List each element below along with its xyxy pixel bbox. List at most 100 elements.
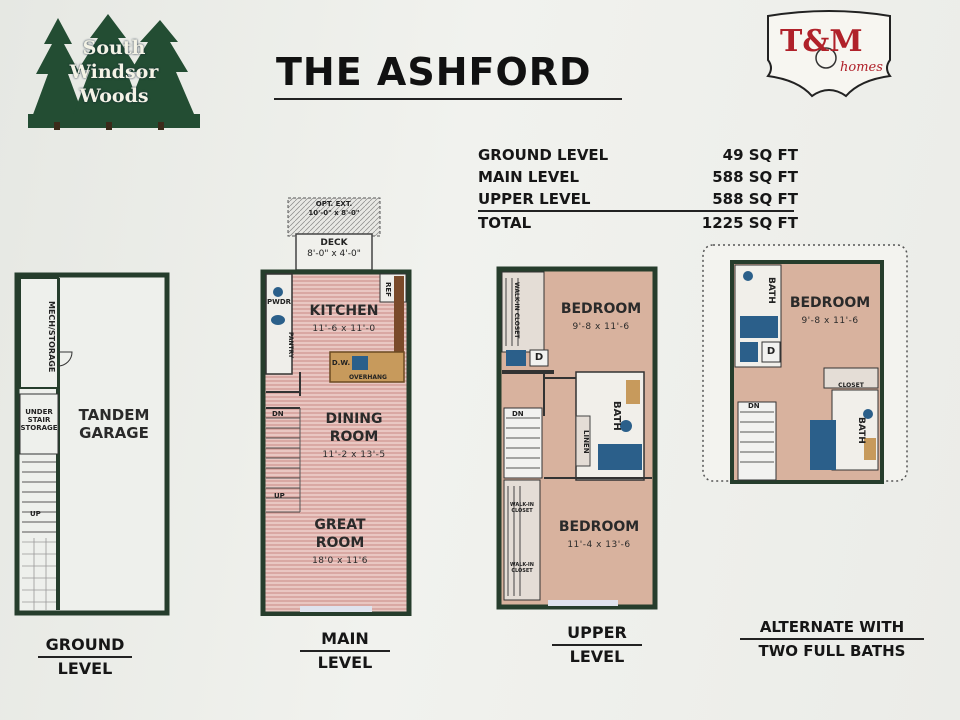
tm-initials: T&M [780,24,863,59]
mech-storage-label: MECH/STORAGE [47,301,56,373]
sqft-row-ground: GROUND LEVEL 49 SQ FT [478,144,798,166]
alternate-label-line2: TWO FULL BATHS [758,642,906,660]
mascot-icon [815,47,837,69]
walk-in-closet-2-label: WALK-IN CLOSET [510,502,534,514]
deck-label: DECK 8'-0" x 4'-0" [296,238,372,260]
great-line2: ROOM [315,535,365,551]
alternate-drawing [702,244,908,484]
under-stair-line1: UNDER [25,408,53,416]
sqft-level-label: GROUND LEVEL [478,146,609,164]
logo-line-windsor: Windsor [69,61,159,83]
garage-line1: TANDEM [78,406,150,424]
under-stair-line3: STORAGE [20,424,58,432]
sqft-area-value: 588 SQ FT [712,190,798,208]
bedroom-2-title: BEDROOM [558,519,640,535]
sqft-row-main: MAIN LEVEL 588 SQ FT [478,166,798,188]
sqft-level-label: MAIN LEVEL [478,168,580,186]
main-level-label: MAIN LEVEL [300,628,390,674]
main-label-line1: MAIN [300,628,390,652]
stair-up-label: UP [30,510,41,518]
garage-line2: GARAGE [79,424,149,442]
ground-level-drawing [14,272,170,616]
bedroom-2-dim: 11'-4 x 13'-6 [567,540,631,550]
alt-bedroom-dim: 9'-8 x 11'-6 [801,316,859,326]
bath-label: BATH [611,401,622,431]
south-windsor-woods-logo: South Windsor Woods [28,14,200,130]
main-level-drawing [260,197,412,617]
alternate-label-line1: ALTERNATE WITH [740,616,924,640]
pantry-label: PANTRY [287,331,294,359]
upper-label-line1: UPPER [552,622,642,646]
powder-room-label: PWDR [266,298,292,306]
dining-line2: ROOM [329,429,379,445]
walk-in-closet-label: WALK-IN CLOSET [513,281,520,339]
kitchen-title: KITCHEN [309,303,379,319]
dining-line1: DINING [325,411,383,427]
dryer-label: D [534,352,544,363]
alt-bath-1-label: BATH [766,276,776,304]
alt-bath-2-label: BATH [856,416,866,444]
ground-label-line2: LEVEL [57,659,113,678]
pine-trees-icon [28,14,200,130]
opt-ext-dim: 10'-0" x 8'-0" [308,209,360,217]
kitchen-dim: 11'-6 x 11'-0 [312,324,376,334]
tandem-garage-label: TANDEM GARAGE [62,406,166,442]
sqft-level-label: UPPER LEVEL [478,190,591,208]
deck-title: DECK [320,238,348,248]
overhang-label: OVERHANG [349,374,387,381]
great-room-label: GREAT ROOM 18'0 x 11'6 [290,516,390,570]
sqft-area-value: 49 SQ FT [722,146,798,164]
main-label-line2: LEVEL [317,653,373,672]
sqft-row-total: TOTAL 1225 SQ FT [478,212,798,234]
walk-in-closet-3-label: WALK-IN CLOSET [510,562,534,574]
great-line1: GREAT [314,517,366,533]
ground-label-line1: GROUND [38,634,132,658]
upper-level-drawing [496,266,658,610]
alternate-label: ALTERNATE WITH TWO FULL BATHS [740,616,924,662]
tm-word: homes [840,60,883,75]
alt-bedroom-label: BEDROOM 9'-8 x 11'-6 [780,294,880,330]
bedroom-1-title: BEDROOM [560,301,642,317]
sign-frame-icon [766,10,892,98]
sqft-row-upper: UPPER LEVEL 588 SQ FT [478,188,798,210]
sqft-total-value: 1225 SQ FT [701,214,798,232]
title-underline [274,98,622,100]
logo-line-woods: Woods [79,85,149,107]
under-stair-line2: STAIR [27,416,51,424]
deck-dim: 8'-0" x 4'-0" [307,249,361,259]
bedroom-1-label: BEDROOM 9'-8 x 11'-6 [546,300,656,336]
alternate-plan: BATH D BEDROOM 9'-8 x 11'-6 CLOSET DN BA… [700,242,910,484]
stair-down-label: DN [512,410,524,418]
main-level-plan: OPT. EXT. 10'-0" x 8'-0" DECK 8'-0" x 4'… [260,196,412,617]
bedroom-1-dim: 9'-8 x 11'-6 [572,322,630,332]
upper-level-label: UPPER LEVEL [552,622,642,668]
alt-bedroom-title: BEDROOM [789,295,871,311]
upper-label-line2: LEVEL [569,647,625,666]
ground-level-plan: MECH/STORAGE UNDER STAIR STORAGE UP TAND… [14,272,170,616]
great-dim: 18'0 x 11'6 [312,556,368,566]
stair-down-label: DN [272,410,284,418]
linen-label: LINEN [582,430,590,454]
dishwasher-label: D.W. [331,359,351,367]
alt-stair-down-label: DN [748,402,760,410]
dining-dim: 11'-2 x 13'-5 [322,450,386,460]
tm-homes-logo: T&M homes [760,10,898,98]
sqft-total-rule [478,210,794,212]
alt-closet-label: CLOSET [838,382,864,389]
sqft-total-label: TOTAL [478,214,532,232]
opt-ext-title: OPT. EXT. [315,200,353,208]
alt-dryer-label: D [766,346,776,357]
dining-room-label: DINING ROOM 11'-2 x 13'-5 [304,410,404,464]
bedroom-2-label: BEDROOM 11'-4 x 13'-6 [544,518,654,554]
plan-title: THE ASHFORD [276,50,592,94]
opt-ext-label: OPT. EXT. 10'-0" x 8'-0" [290,200,378,218]
kitchen-label: KITCHEN 11'-6 x 11'-0 [296,302,392,338]
under-stair-storage-label: UNDER STAIR STORAGE [20,408,58,432]
logo-line-south: South [82,37,146,59]
square-footage-table: GROUND LEVEL 49 SQ FT MAIN LEVEL 588 SQ … [478,144,798,234]
stair-up-label: UP [274,492,285,500]
sqft-area-value: 588 SQ FT [712,168,798,186]
refrigerator-label: REF [384,281,392,297]
upper-level-plan: WALK-IN CLOSET D BEDROOM 9'-8 x 11'-6 BA… [496,266,660,612]
ground-level-label: GROUND LEVEL [38,634,132,680]
